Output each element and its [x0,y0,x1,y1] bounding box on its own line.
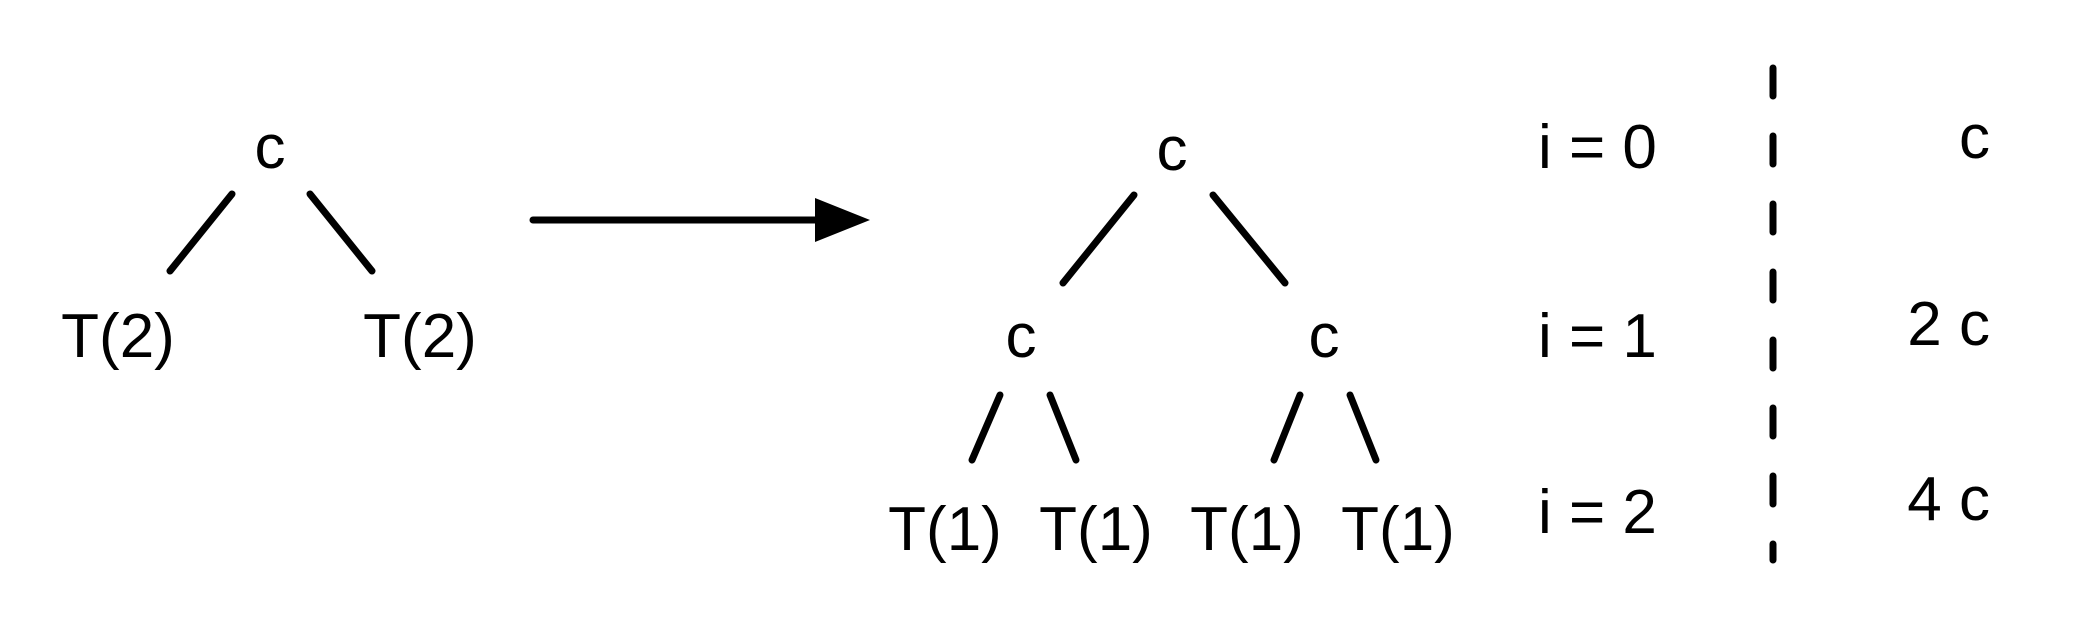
arrow-head [815,198,870,242]
level-cost-2: 4 c [1907,465,1990,534]
level-index-2: i = 2 [1538,478,1657,547]
left-child-node-1: T(2) [61,302,175,371]
transform-arrow [529,198,870,242]
right-edge-l1a-left [968,391,1004,464]
right-edge-l1b-left [1270,391,1304,464]
right-level1-node-2: c [1309,302,1340,371]
level-index-1: i = 1 [1538,302,1657,371]
left-child-node-2: T(2) [363,302,477,371]
left-edge-left [166,190,236,275]
right-level2-node-1: T(1) [888,495,1002,564]
right-level1-node-1: c [1006,302,1037,371]
right-edge-l1a-right [1046,391,1080,464]
level-cost-0: c [1959,103,1990,172]
right-root-node: c [1157,115,1188,184]
right-tree: c c c T(1) T(1) T(1) T(1) [888,115,1455,564]
level-index-0: i = 0 [1538,113,1657,182]
right-edge-root-right [1209,191,1289,287]
level-cost-column: c 2 c 4 c [1907,103,1990,534]
right-edge-root-left [1059,191,1138,287]
right-level2-node-2: T(1) [1039,495,1153,564]
right-edge-l1b-right [1346,391,1380,464]
left-root-node: c [255,113,286,182]
right-level2-node-3: T(1) [1190,495,1304,564]
left-edge-right [306,190,376,275]
level-cost-1: 2 c [1907,290,1990,359]
right-level2-node-4: T(1) [1341,495,1455,564]
level-index-column: i = 0 i = 1 i = 2 [1538,113,1657,547]
left-tree: c T(2) T(2) [61,113,477,371]
